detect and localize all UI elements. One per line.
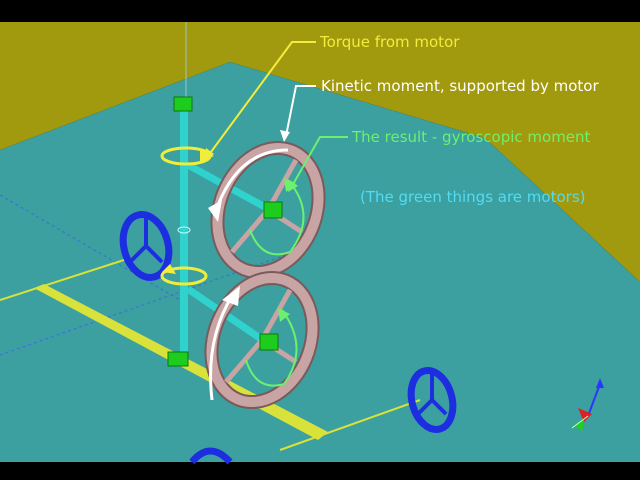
kinetic-arrow-upper: [208, 148, 289, 222]
letterbox-bottom: [0, 462, 640, 480]
leader-kinetic: [285, 85, 316, 137]
motor-lower-flywheel: [259, 333, 279, 351]
rail-thin: [279, 399, 421, 451]
blue-wheel-right: [407, 367, 457, 433]
motor-top: [173, 96, 193, 112]
letterbox-top: [0, 0, 640, 22]
blue-wheel-left: [119, 211, 173, 281]
annotation-kinetic-moment: Kinetic moment, supported by motor: [321, 77, 599, 95]
annotation-torque: Torque from motor: [320, 33, 460, 51]
motor-upper-flywheel: [263, 201, 283, 219]
blue-wheel-bottom: [189, 447, 233, 465]
rotation-arrow-icon: [160, 264, 208, 286]
result-arc-lower: [245, 308, 298, 387]
floor-plane: [0, 62, 640, 462]
leader-torque-head: [204, 148, 214, 162]
back-wall: [0, 22, 640, 282]
leader-result-head: [288, 180, 298, 192]
xyz-axis-triad-icon: [571, 378, 604, 432]
flywheel-lower: [204, 270, 320, 410]
axle-lower: [186, 286, 272, 348]
guide-line-dashed: [0, 194, 181, 301]
leader-kinetic-head: [280, 130, 290, 142]
annotation-gyroscopic-moment: The result - gyroscopic moment: [352, 128, 591, 146]
annotation-motors-note: (The green things are motors): [360, 188, 586, 206]
shaft-joint: [177, 226, 191, 234]
rail-thin: [0, 257, 131, 301]
leader-torque: [207, 41, 316, 157]
motor-bottom: [167, 351, 189, 367]
leader-result: [291, 136, 348, 187]
kinetic-arrow-lower: [209, 286, 240, 401]
